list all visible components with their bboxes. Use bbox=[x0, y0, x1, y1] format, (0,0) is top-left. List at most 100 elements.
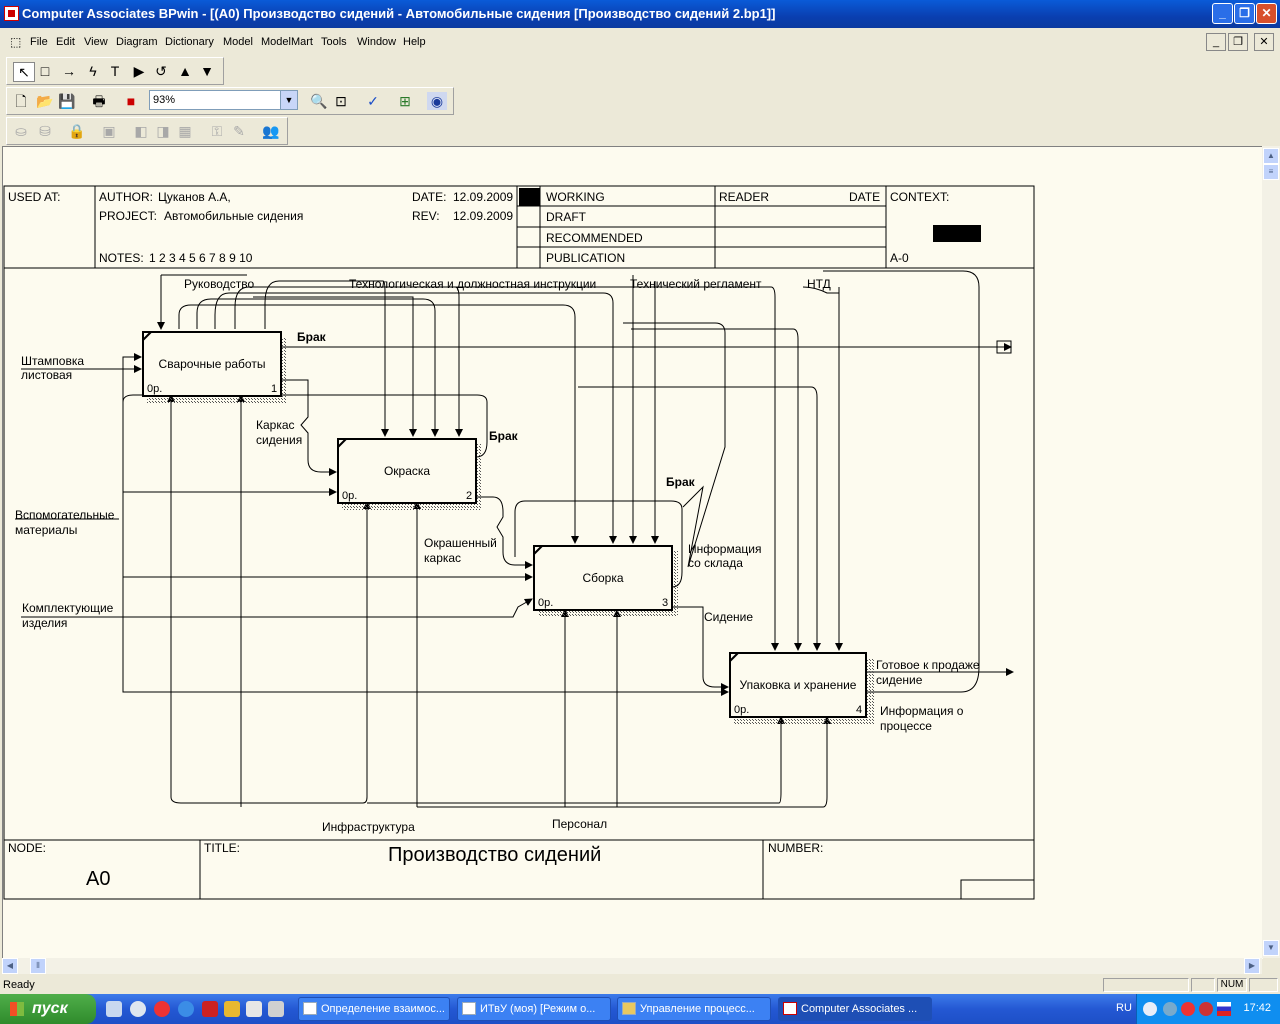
zoom-value: 93% bbox=[153, 94, 176, 106]
menu-diagram[interactable]: Diagram bbox=[116, 36, 158, 48]
window-title: Computer Associates BPwin - [(A0) Произв… bbox=[22, 6, 776, 21]
horizontal-scrollbar[interactable]: ◀ ⦀ ▶ bbox=[2, 958, 1262, 974]
print-icon[interactable]: 🖶 bbox=[92, 93, 106, 109]
new-file-icon[interactable]: 🗋 bbox=[15, 93, 27, 109]
squiggle-tool-icon[interactable]: ϟ bbox=[89, 63, 97, 79]
save-icon[interactable]: 💾 bbox=[58, 93, 76, 109]
diagram-footer: NODE: A0 TITLE: Производство сидений NUM… bbox=[3, 839, 1035, 900]
task-item-1[interactable]: Определение взаимос... bbox=[298, 997, 450, 1021]
tray-network-icon[interactable] bbox=[1163, 1002, 1177, 1016]
quicklaunch-desktop-icon[interactable] bbox=[106, 1001, 122, 1017]
status-pane-1 bbox=[1103, 978, 1189, 992]
minimize-button[interactable]: _ bbox=[1212, 3, 1233, 24]
menu-view[interactable]: View bbox=[84, 36, 108, 48]
mm-disconnect-icon[interactable]: ⛁ bbox=[39, 123, 51, 139]
quicklaunch-media-icon[interactable] bbox=[130, 1001, 146, 1017]
menu-file[interactable]: File bbox=[30, 36, 48, 48]
reader-date-label: DATE bbox=[849, 190, 880, 204]
scroll-left-icon[interactable]: ◀ bbox=[2, 958, 18, 974]
task-item-2[interactable]: ИТвУ (моя) [Режим о... bbox=[457, 997, 611, 1021]
vertical-scroll-thumb[interactable]: ≡ bbox=[1263, 164, 1279, 180]
spell-check-icon[interactable]: ✓ bbox=[367, 93, 379, 109]
title-label: TITLE: bbox=[204, 841, 240, 855]
mm-grid-icon[interactable]: ▦ bbox=[178, 123, 192, 139]
tray-opera-icon[interactable] bbox=[1181, 1002, 1195, 1016]
open-folder-icon[interactable]: 📂 bbox=[36, 93, 54, 109]
context-node: A-0 bbox=[890, 251, 909, 265]
go-to-sibling-icon[interactable]: ↺ bbox=[155, 63, 167, 79]
quicklaunch-app-icon[interactable] bbox=[202, 1001, 218, 1017]
text-tool-icon[interactable]: T bbox=[110, 63, 120, 79]
word-doc-icon bbox=[462, 1002, 476, 1015]
activity-box-2[interactable]: Окраска 0р. 2 bbox=[337, 438, 482, 510]
menu-window[interactable]: Window bbox=[357, 36, 397, 48]
menu-model[interactable]: Model bbox=[223, 36, 253, 48]
rev-value: 12.09.2009 bbox=[453, 209, 513, 223]
zoom-fit-icon[interactable]: ⊡ bbox=[335, 93, 347, 109]
menu-modelmart[interactable]: ModelMart bbox=[261, 36, 313, 48]
app-icon[interactable] bbox=[4, 6, 19, 21]
zoom-in-icon[interactable]: 🔍 bbox=[310, 93, 328, 109]
model-explorer-icon[interactable]: ⊞ bbox=[399, 93, 411, 109]
mm-open-icon[interactable]: ◧ bbox=[134, 123, 148, 139]
activity-box-3[interactable]: Сборка 0р. 3 bbox=[533, 545, 678, 617]
mm-report-icon[interactable]: ✎ bbox=[233, 123, 245, 139]
task-item-3[interactable]: Управление процесс... bbox=[617, 997, 771, 1021]
go-to-parent-icon[interactable]: ▲ bbox=[178, 63, 192, 79]
activity-box-4[interactable]: Упаковка и хранение 0р. 4 bbox=[729, 652, 874, 724]
tray-flag-icon[interactable] bbox=[1217, 1002, 1231, 1016]
scroll-up-icon[interactable]: ▲ bbox=[1263, 148, 1279, 164]
close-button[interactable]: ✕ bbox=[1256, 3, 1277, 24]
go-down-icon[interactable]: ▼ bbox=[200, 63, 214, 79]
tray-expand-icon[interactable] bbox=[1143, 1002, 1157, 1016]
mm-users-icon[interactable]: 👥 bbox=[262, 123, 280, 139]
chevron-down-icon[interactable]: ▼ bbox=[280, 91, 297, 109]
menu-edit[interactable]: Edit bbox=[56, 36, 75, 48]
task-item-4[interactable]: Computer Associates ... bbox=[778, 997, 932, 1021]
status-bar: Ready NUM bbox=[0, 976, 1280, 994]
box-tool-icon[interactable]: □ bbox=[40, 63, 50, 79]
tray-app-icon[interactable] bbox=[1199, 1002, 1213, 1016]
go-to-child-icon[interactable]: ▶ bbox=[133, 63, 145, 79]
doc-menu-icon[interactable]: ⬚ bbox=[10, 35, 22, 49]
restore-button[interactable]: ❐ bbox=[1234, 3, 1255, 24]
box-4-name: Упаковка и хранение bbox=[740, 678, 857, 692]
mdi-restore-button[interactable]: ❐ bbox=[1228, 33, 1248, 51]
quicklaunch-doc-icon[interactable] bbox=[268, 1001, 284, 1017]
menu-help[interactable]: Help bbox=[403, 36, 426, 48]
mm-connect-icon[interactable]: ⛀ bbox=[15, 123, 27, 139]
menu-dictionary[interactable]: Dictionary bbox=[165, 36, 214, 48]
diagram-canvas[interactable]: USED AT: AUTHOR: Цуканов А.А, PROJECT: А… bbox=[2, 146, 1263, 959]
language-indicator[interactable]: RU bbox=[1116, 1002, 1132, 1014]
pointer-tool-icon[interactable]: ↖ bbox=[13, 62, 35, 82]
modelmart-icon[interactable]: ◉ bbox=[427, 92, 447, 110]
label-control-4: НТД bbox=[807, 277, 831, 291]
task-label-3: Управление процесс... bbox=[640, 1003, 755, 1015]
num-lock-indicator: NUM bbox=[1217, 978, 1247, 992]
status-working: WORKING bbox=[546, 190, 605, 204]
horizontal-scroll-thumb[interactable]: ⦀ bbox=[30, 958, 46, 974]
box-1-number: 1 bbox=[271, 383, 277, 395]
mm-permissions-icon[interactable]: ⚿ bbox=[211, 123, 223, 139]
menu-tools[interactable]: Tools bbox=[321, 36, 347, 48]
quicklaunch-word-icon[interactable] bbox=[246, 1001, 262, 1017]
vertical-scrollbar[interactable]: ▲ ≡ ▼ bbox=[1262, 146, 1280, 958]
label-frame-b: сидения bbox=[256, 433, 302, 447]
label-brak-3: Брак bbox=[666, 475, 696, 489]
label-stock-a: Информация bbox=[688, 542, 761, 556]
activity-box-1[interactable]: Сварочные работы 0р. 1 bbox=[142, 331, 287, 403]
zoom-select[interactable]: 93% ▼ bbox=[149, 90, 298, 110]
start-button[interactable]: пуск bbox=[0, 994, 96, 1024]
quicklaunch-opera-icon[interactable] bbox=[154, 1001, 170, 1017]
color-palette-icon[interactable]: ■ bbox=[126, 93, 136, 109]
quicklaunch-folder-icon[interactable] bbox=[224, 1001, 240, 1017]
mdi-minimize-button[interactable]: _ bbox=[1206, 33, 1226, 51]
scroll-right-icon[interactable]: ▶ bbox=[1244, 958, 1260, 974]
scroll-down-icon[interactable]: ▼ bbox=[1263, 940, 1279, 956]
lock-icon[interactable]: 🔒 bbox=[68, 123, 86, 139]
arrow-tool-icon[interactable]: → bbox=[62, 63, 76, 79]
mdi-close-button[interactable]: ✕ bbox=[1254, 33, 1274, 51]
mm-save-icon[interactable]: ◨ bbox=[156, 123, 170, 139]
mm-library-icon[interactable]: ▣ bbox=[102, 123, 116, 139]
quicklaunch-ie-icon[interactable] bbox=[178, 1001, 194, 1017]
